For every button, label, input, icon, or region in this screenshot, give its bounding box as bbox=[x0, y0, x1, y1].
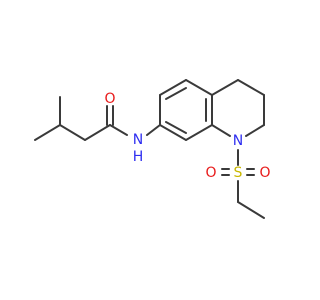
ring-bond-c8-c7 bbox=[159, 124, 187, 141]
sulfonyl-oxygen-left-label: O bbox=[205, 165, 216, 181]
bond-ch-ch2 bbox=[59, 124, 86, 141]
amide-oxygen-label: O bbox=[104, 91, 115, 107]
saturated-ring bbox=[211, 79, 265, 137]
amide-nitrogen-label: N bbox=[133, 132, 143, 148]
benzene-ring bbox=[159, 79, 213, 141]
atom-labels: O N H N S O O bbox=[104, 91, 270, 181]
isobutyl-chain bbox=[34, 96, 111, 141]
sulfonyl-group bbox=[221, 149, 265, 219]
bond-n-ring bbox=[146, 124, 161, 136]
ring-bond-c2-n1 bbox=[245, 124, 265, 137]
bond-ch-ch3 bbox=[34, 124, 61, 141]
molecule-structure-diagram: O N H N S O O bbox=[34, 79, 271, 219]
ring-nitrogen-label: N bbox=[233, 133, 243, 149]
ring-bond-c4-c3 bbox=[237, 79, 265, 96]
bond-carbonyl-n bbox=[109, 124, 128, 136]
bond-ch2-carbonyl bbox=[84, 124, 111, 141]
ring-bond-c8a-c8 bbox=[185, 124, 213, 141]
amide-hydrogen-label: H bbox=[133, 149, 144, 165]
sulfur-label: S bbox=[234, 165, 243, 181]
ring-bond-n1-c8a bbox=[211, 124, 231, 137]
ring-bond-c6-c5 bbox=[159, 79, 187, 96]
ring-double-bond-1 bbox=[165, 87, 187, 100]
amide-group bbox=[106, 105, 161, 136]
ring-bond-c4a-c4 bbox=[211, 79, 239, 96]
bond-ch2-ch3 bbox=[237, 201, 265, 219]
sulfonyl-oxygen-right-label: O bbox=[259, 165, 270, 181]
ring-bond-c5-c4a bbox=[185, 79, 213, 96]
ring-double-bond-3 bbox=[165, 121, 187, 134]
